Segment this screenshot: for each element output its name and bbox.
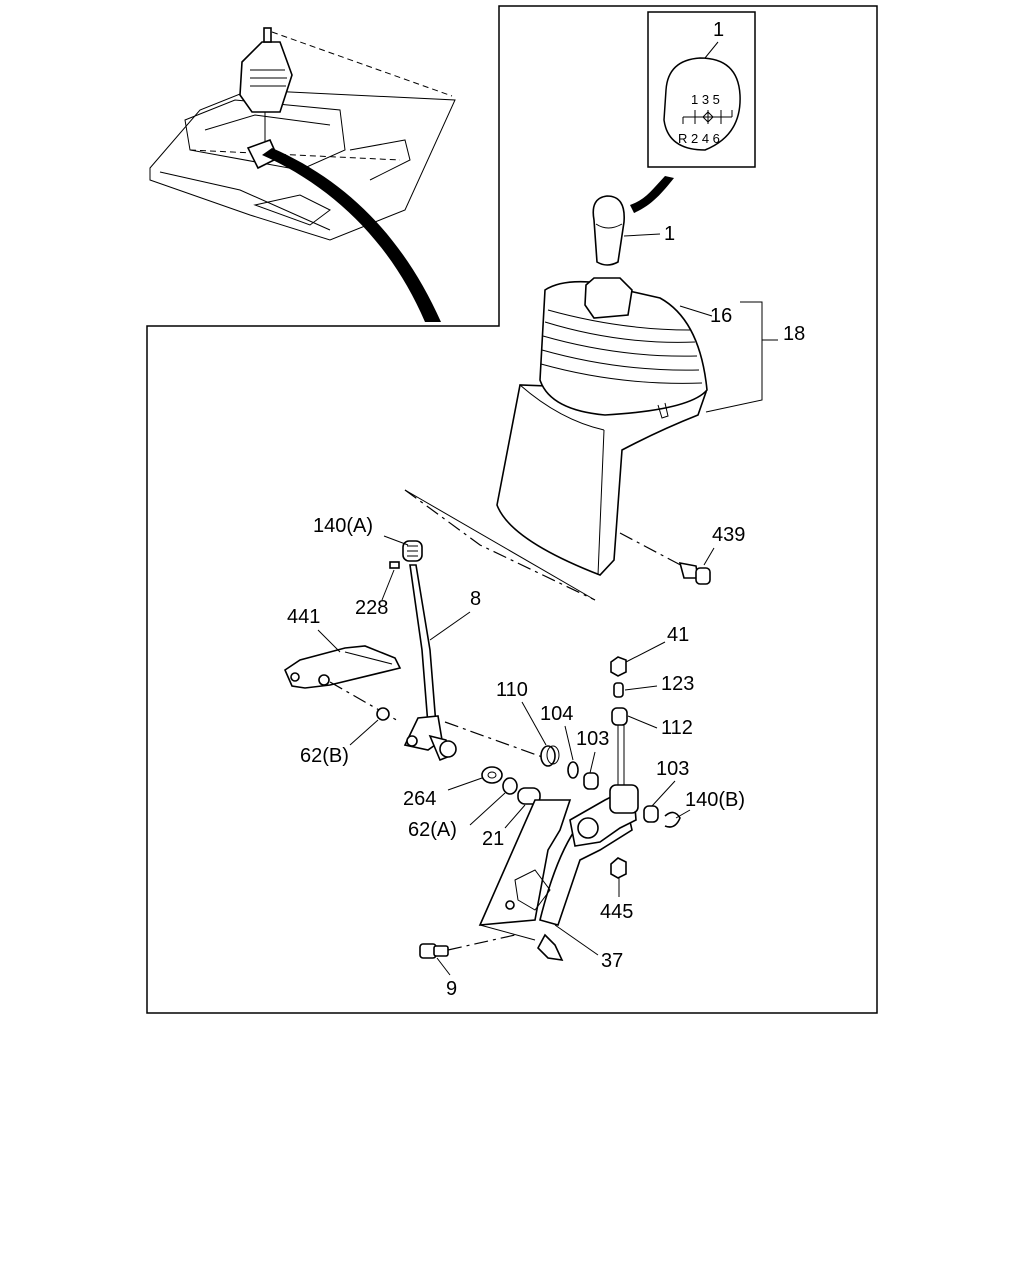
callout-spring-110: 110 bbox=[496, 679, 528, 701]
shift-lever-8 bbox=[403, 564, 457, 762]
callout-bush-62a: 62(A) bbox=[408, 819, 457, 841]
nut-41 bbox=[610, 656, 627, 677]
bolt-439 bbox=[678, 561, 711, 585]
washer-104 bbox=[567, 761, 579, 779]
diagram-frame bbox=[146, 5, 878, 1014]
nut-445 bbox=[610, 857, 627, 879]
callout-bushing-140a: 140(A) bbox=[313, 515, 373, 537]
bush-103-left bbox=[583, 772, 599, 790]
shift-knob bbox=[592, 195, 625, 266]
bushing-140a bbox=[402, 540, 423, 562]
callout-nut-41: 41 bbox=[667, 624, 689, 646]
callout-boot-assembly: 18 bbox=[783, 323, 805, 345]
bush-62a bbox=[502, 777, 518, 795]
bush-103-right bbox=[643, 805, 659, 823]
collar-123 bbox=[613, 682, 624, 698]
callout-bush-62b: 62(B) bbox=[300, 745, 349, 767]
shift-pattern-bottom-row: R 2 4 6 bbox=[678, 131, 720, 146]
detail-arrow bbox=[630, 176, 674, 213]
bushing-140b bbox=[664, 811, 681, 828]
bush-112 bbox=[611, 707, 628, 726]
arm-441 bbox=[283, 645, 402, 689]
callout-bush-103-right: 103 bbox=[656, 758, 689, 780]
callout-boot: 16 bbox=[710, 305, 732, 327]
callout-collar-21: 21 bbox=[482, 828, 504, 850]
callout-nut-445: 445 bbox=[600, 901, 633, 923]
overview-inset bbox=[149, 27, 456, 241]
callout-bush-103-left: 103 bbox=[576, 728, 609, 750]
callout-arm-441: 441 bbox=[287, 606, 320, 628]
bolt-9 bbox=[419, 943, 449, 959]
spring-110 bbox=[540, 745, 560, 767]
shift-pattern-detail: 1 3 5 R 2 4 6 1 bbox=[647, 11, 756, 168]
callout-knob-detail: 1 bbox=[713, 19, 724, 41]
washer-264 bbox=[481, 766, 503, 784]
callout-washer-264: 264 bbox=[403, 788, 436, 810]
callout-pin-228: 228 bbox=[355, 597, 388, 619]
shift-pattern-top-row: 1 3 5 bbox=[691, 92, 720, 107]
callout-collar-123: 123 bbox=[661, 673, 694, 695]
callout-bushing-140b: 140(B) bbox=[685, 789, 745, 811]
callout-knob: 1 bbox=[664, 223, 675, 245]
shift-boot bbox=[496, 277, 708, 576]
bracket-37 bbox=[478, 784, 639, 962]
pin-228 bbox=[389, 561, 400, 569]
bush-62b bbox=[376, 707, 390, 721]
callout-bolt-9: 9 bbox=[446, 978, 457, 1000]
callout-bolt-439: 439 bbox=[712, 524, 745, 546]
callout-bush-112: 112 bbox=[661, 717, 693, 739]
callout-lever-8: 8 bbox=[470, 588, 481, 610]
callout-bracket-37: 37 bbox=[601, 950, 623, 972]
inset-arrow bbox=[262, 148, 441, 322]
callout-washer-104: 104 bbox=[540, 703, 573, 725]
